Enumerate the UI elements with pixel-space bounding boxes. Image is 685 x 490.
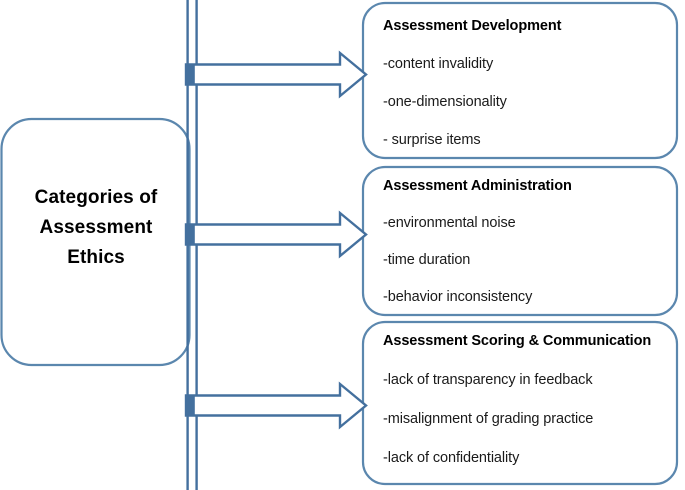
root-node-label: Categories of Assessment Ethics — [12, 183, 180, 273]
category-title: Assessment Administration — [383, 178, 572, 194]
category-item: -behavior inconsistency — [383, 289, 533, 305]
category-item: -one-dimensionality — [383, 94, 507, 110]
category-item: -time duration — [383, 252, 471, 268]
category-item: -misalignment of grading practice — [383, 411, 594, 427]
arrow-tail-block — [185, 63, 195, 86]
arrow-tail-block — [185, 223, 195, 246]
category-content-assessment-administration: Assessment Administration -environmental… — [363, 167, 678, 315]
category-content-assessment-development: Assessment Development -content invalidi… — [363, 3, 678, 158]
category-content-assessment-scoring: Assessment Scoring & Communication -lack… — [363, 322, 678, 484]
category-title: Assessment Development — [383, 18, 562, 34]
category-item: -lack of confidentiality — [383, 450, 520, 466]
category-title: Assessment Scoring & Communication — [383, 333, 652, 349]
category-item: -lack of transparency in feedback — [383, 372, 593, 388]
category-item: -environmental noise — [383, 215, 516, 231]
arrow-to-assessment-development — [184, 50, 368, 99]
arrow-to-assessment-administration — [184, 210, 368, 259]
root-node-label-line-1: Categories of — [34, 187, 158, 208]
category-item: -content invalidity — [383, 56, 494, 72]
arrow-tail-block — [185, 394, 195, 417]
arrow-to-assessment-scoring — [184, 381, 368, 430]
category-item: - surprise items — [383, 132, 481, 148]
root-node-label-line-3: Ethics — [67, 247, 125, 268]
root-node-label-line-2: Assessment — [39, 217, 153, 238]
